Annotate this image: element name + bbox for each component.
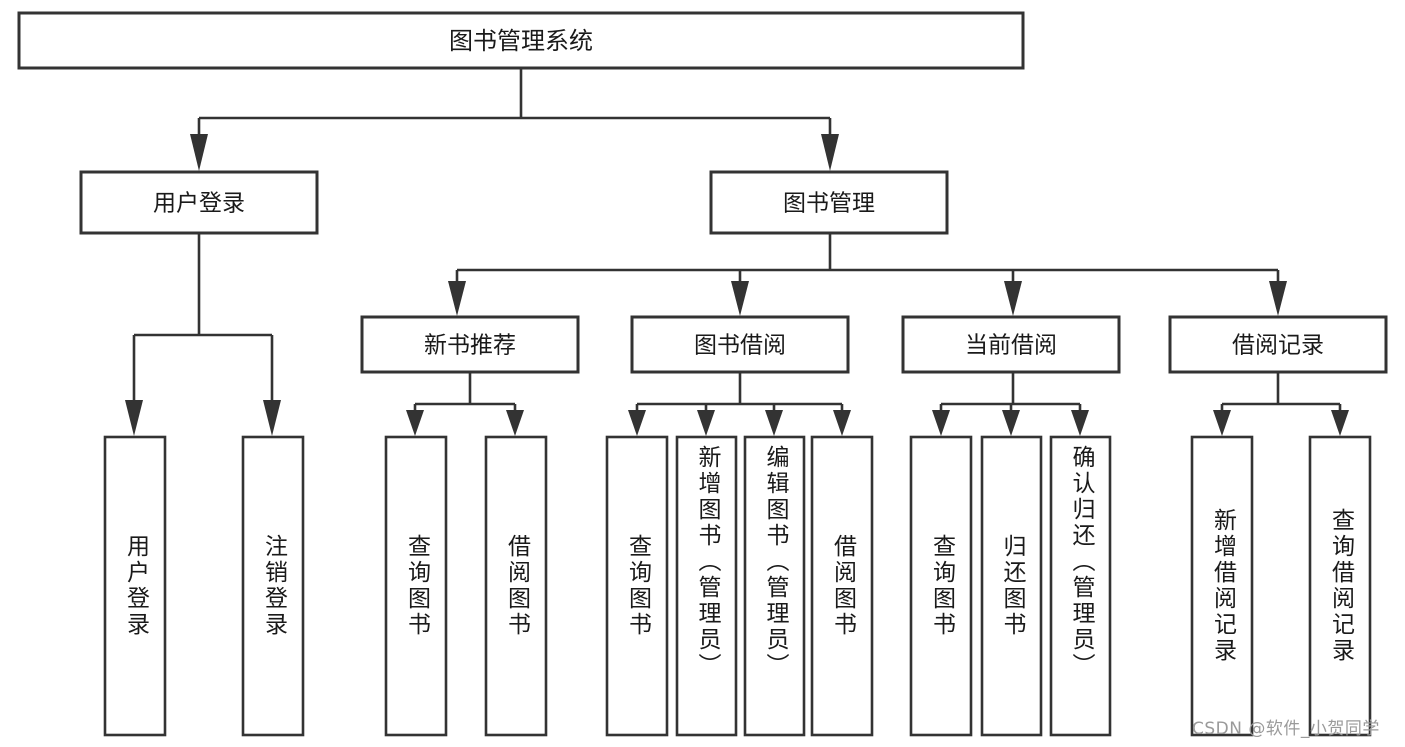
arrow-to-borrow-record — [1269, 281, 1287, 316]
arrow-to-new-book-recommend — [448, 281, 466, 316]
leaf-query-book-1-box[interactable] — [384, 435, 448, 737]
node-book-manage-box[interactable] — [709, 170, 949, 235]
leaf-edit-book-box[interactable] — [743, 435, 806, 737]
node-current-borrow[interactable]: 当前借阅 — [901, 315, 1121, 374]
node-user-login[interactable]: 用户登录 — [79, 170, 319, 235]
arrow-leaf-add-book — [697, 410, 715, 436]
leaf-query-book-2-box[interactable] — [605, 435, 669, 737]
arrow-to-user-login — [190, 134, 208, 171]
leaf-add-record-box[interactable] — [1190, 435, 1254, 737]
arrow-leaf-borrow-book-2 — [833, 410, 851, 436]
arrow-leaf-query-book-3 — [932, 410, 950, 436]
arrow-leaf-confirm-return — [1071, 410, 1089, 436]
node-new-book-recommend[interactable]: 新书推荐 — [360, 315, 580, 374]
arrow-leaf-borrow-book-1 — [506, 410, 524, 436]
node-book-manage[interactable]: 图书管理 — [709, 170, 949, 235]
node-book-borrow-label: 图书借阅 — [694, 333, 786, 359]
node-root[interactable]: 图书管理系统 — [17, 11, 1025, 70]
node-borrow-record-box[interactable] — [1168, 315, 1388, 374]
node-user-login-label: 用户登录 — [153, 191, 245, 217]
leaf-borrow-book-1-box[interactable] — [484, 435, 548, 737]
leaf-borrow-book-2-box[interactable] — [810, 435, 874, 737]
connector-group — [125, 68, 1349, 436]
node-borrow-record[interactable]: 借阅记录 — [1168, 315, 1388, 374]
node-user-login-box[interactable] — [79, 170, 319, 235]
node-root-label: 图书管理系统 — [449, 27, 593, 55]
arrow-leaf-query-book-2 — [628, 410, 646, 436]
arrow-leaf-logout — [263, 400, 281, 436]
node-borrow-record-label: 借阅记录 — [1232, 333, 1324, 359]
node-current-borrow-label: 当前借阅 — [965, 333, 1057, 359]
node-new-book-recommend-box[interactable] — [360, 315, 580, 374]
leaf-logout-box[interactable] — [241, 435, 305, 737]
arrow-leaf-edit-book — [765, 410, 783, 436]
node-new-book-recommend-label: 新书推荐 — [424, 333, 516, 359]
leaf-add-book-box[interactable] — [675, 435, 738, 737]
arrow-leaf-add-record — [1213, 410, 1231, 436]
leaf-query-book-3-box[interactable] — [909, 435, 973, 737]
leaf-query-record-box[interactable] — [1308, 435, 1372, 737]
arrow-leaf-user-login — [125, 400, 143, 436]
csdn-watermark: CSDN @软件_小贺同学 — [1192, 719, 1380, 739]
arrow-leaf-return-book — [1002, 410, 1020, 436]
node-book-borrow[interactable]: 图书借阅 — [630, 315, 850, 374]
node-current-borrow-box[interactable] — [901, 315, 1121, 374]
node-root-box[interactable] — [17, 11, 1025, 70]
node-book-borrow-box[interactable] — [630, 315, 850, 374]
leaf-return-book-box[interactable] — [980, 435, 1043, 737]
leaf-confirm-return-box[interactable] — [1049, 435, 1112, 737]
leaf-box-group — [103, 435, 1372, 737]
arrow-leaf-query-book-1 — [406, 410, 424, 436]
arrow-to-book-borrow — [731, 281, 749, 316]
arrow-leaf-query-record — [1331, 410, 1349, 436]
leaf-user-login-box[interactable] — [103, 435, 167, 737]
arrow-to-current-borrow — [1004, 281, 1022, 316]
node-book-manage-label: 图书管理 — [783, 191, 875, 217]
arrow-to-book-manage — [821, 134, 839, 171]
